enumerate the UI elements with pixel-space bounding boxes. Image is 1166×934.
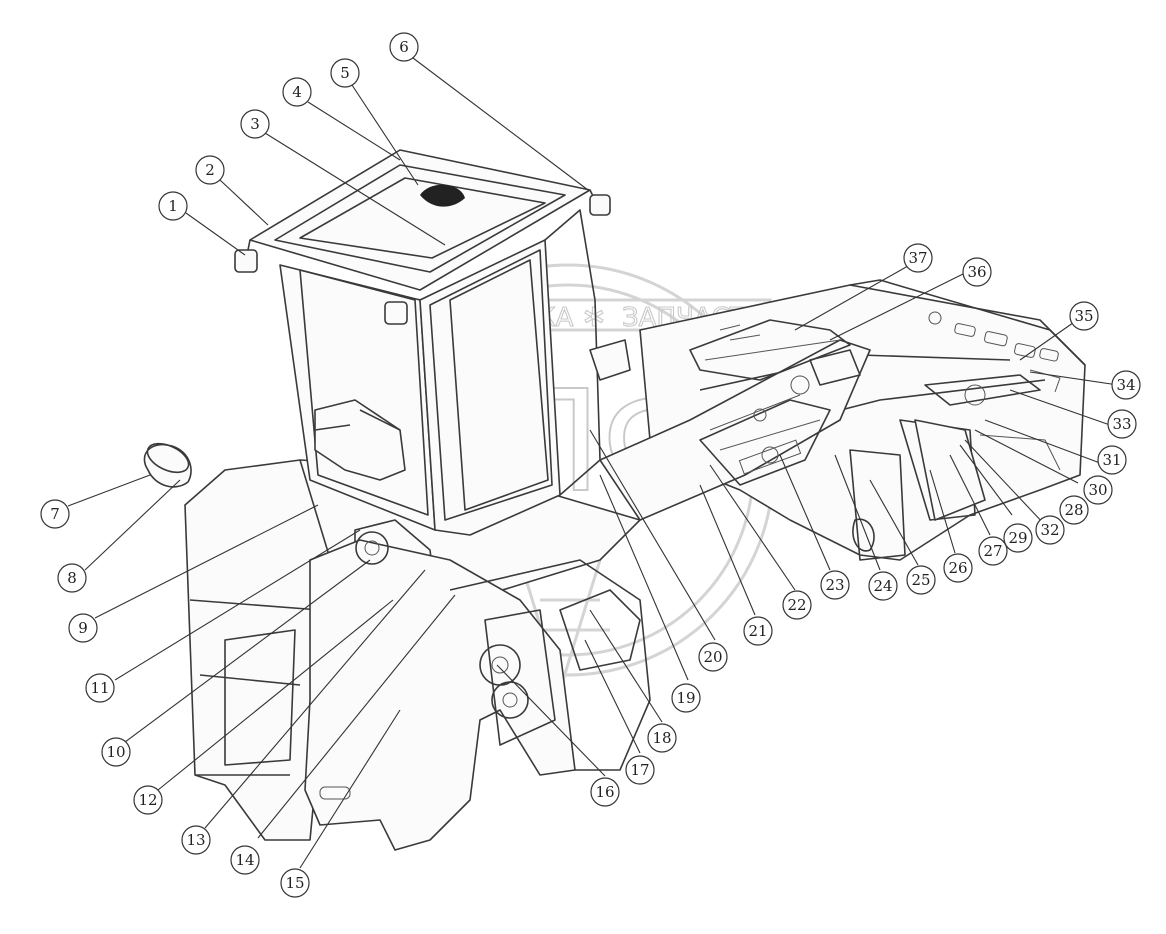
callout-12: 12 <box>133 785 163 815</box>
svg-text:23: 23 <box>825 576 844 594</box>
center-frame-mechanism <box>599 319 871 521</box>
part-7-drum <box>143 442 192 488</box>
svg-text:16: 16 <box>595 783 614 801</box>
svg-text:9: 9 <box>78 619 88 637</box>
svg-text:22: 22 <box>787 596 806 614</box>
svg-text:11: 11 <box>90 679 109 697</box>
svg-text:24: 24 <box>873 577 892 595</box>
svg-text:13: 13 <box>186 831 205 849</box>
callout-22: 22 <box>782 590 812 620</box>
callout-26: 26 <box>943 553 973 583</box>
callout-25: 25 <box>906 565 936 595</box>
svg-text:35: 35 <box>1074 307 1093 325</box>
callout-11: 11 <box>85 673 115 703</box>
rear-frame <box>639 279 1086 561</box>
svg-text:28: 28 <box>1064 501 1083 519</box>
callout-27: 27 <box>978 536 1008 566</box>
callouts: 1 2 3 4 5 6 7 8 9 11 10 12 13 14 15 16 1… <box>40 32 1141 898</box>
callout-29: 29 <box>1003 523 1033 553</box>
callout-32: 32 <box>1035 515 1065 545</box>
svg-text:1: 1 <box>168 197 178 215</box>
callout-8: 8 <box>57 563 87 593</box>
svg-text:34: 34 <box>1116 376 1135 394</box>
svg-text:3: 3 <box>250 115 260 133</box>
svg-text:26: 26 <box>948 559 967 577</box>
svg-text:4: 4 <box>292 83 302 101</box>
callout-33: 33 <box>1107 409 1137 439</box>
svg-text:37: 37 <box>908 249 927 267</box>
svg-text:15: 15 <box>285 874 304 892</box>
callout-34: 34 <box>1111 370 1141 400</box>
svg-text:27: 27 <box>983 542 1002 560</box>
svg-text:25: 25 <box>911 571 930 589</box>
svg-text:7: 7 <box>50 505 60 523</box>
svg-text:33: 33 <box>1112 415 1131 433</box>
callout-16: 16 <box>590 777 620 807</box>
callout-10: 10 <box>101 737 131 767</box>
callout-19: 19 <box>671 683 701 713</box>
callout-14: 14 <box>230 845 260 875</box>
callout-9: 9 <box>68 613 98 643</box>
callout-2: 2 <box>195 155 225 185</box>
svg-text:19: 19 <box>676 689 695 707</box>
callout-1: 1 <box>158 191 188 221</box>
svg-text:29: 29 <box>1008 529 1027 547</box>
svg-text:17: 17 <box>630 761 649 779</box>
svg-text:36: 36 <box>967 263 986 281</box>
svg-text:32: 32 <box>1040 521 1059 539</box>
callout-4: 4 <box>282 77 312 107</box>
callout-36: 36 <box>962 257 992 287</box>
callout-5: 5 <box>330 58 360 88</box>
callout-15: 15 <box>280 868 310 898</box>
callout-28: 28 <box>1059 495 1089 525</box>
svg-text:6: 6 <box>399 38 409 56</box>
callout-30: 30 <box>1083 475 1113 505</box>
callout-7: 7 <box>40 499 70 529</box>
gear-icon: ✲ <box>583 303 605 333</box>
callout-35: 35 <box>1069 301 1099 331</box>
callout-13: 13 <box>181 825 211 855</box>
callout-23: 23 <box>820 570 850 600</box>
svg-text:2: 2 <box>205 161 215 179</box>
svg-text:12: 12 <box>138 791 157 809</box>
svg-text:10: 10 <box>106 743 125 761</box>
svg-text:31: 31 <box>1102 451 1121 469</box>
svg-text:21: 21 <box>748 622 767 640</box>
callout-24: 24 <box>868 571 898 601</box>
leader-lines <box>67 57 1119 869</box>
cabin <box>234 149 631 536</box>
callout-17: 17 <box>625 755 655 785</box>
svg-text:8: 8 <box>67 569 77 587</box>
callout-31: 31 <box>1097 445 1127 475</box>
svg-text:18: 18 <box>652 729 671 747</box>
callout-37: 37 <box>903 243 933 273</box>
svg-text:20: 20 <box>703 648 722 666</box>
callout-6: 6 <box>389 32 419 62</box>
svg-text:5: 5 <box>340 64 350 82</box>
svg-text:14: 14 <box>235 851 254 869</box>
callout-21: 21 <box>743 616 773 646</box>
callout-18: 18 <box>647 723 677 753</box>
callout-3: 3 <box>240 109 270 139</box>
callout-20: 20 <box>698 642 728 672</box>
svg-text:30: 30 <box>1088 481 1107 499</box>
